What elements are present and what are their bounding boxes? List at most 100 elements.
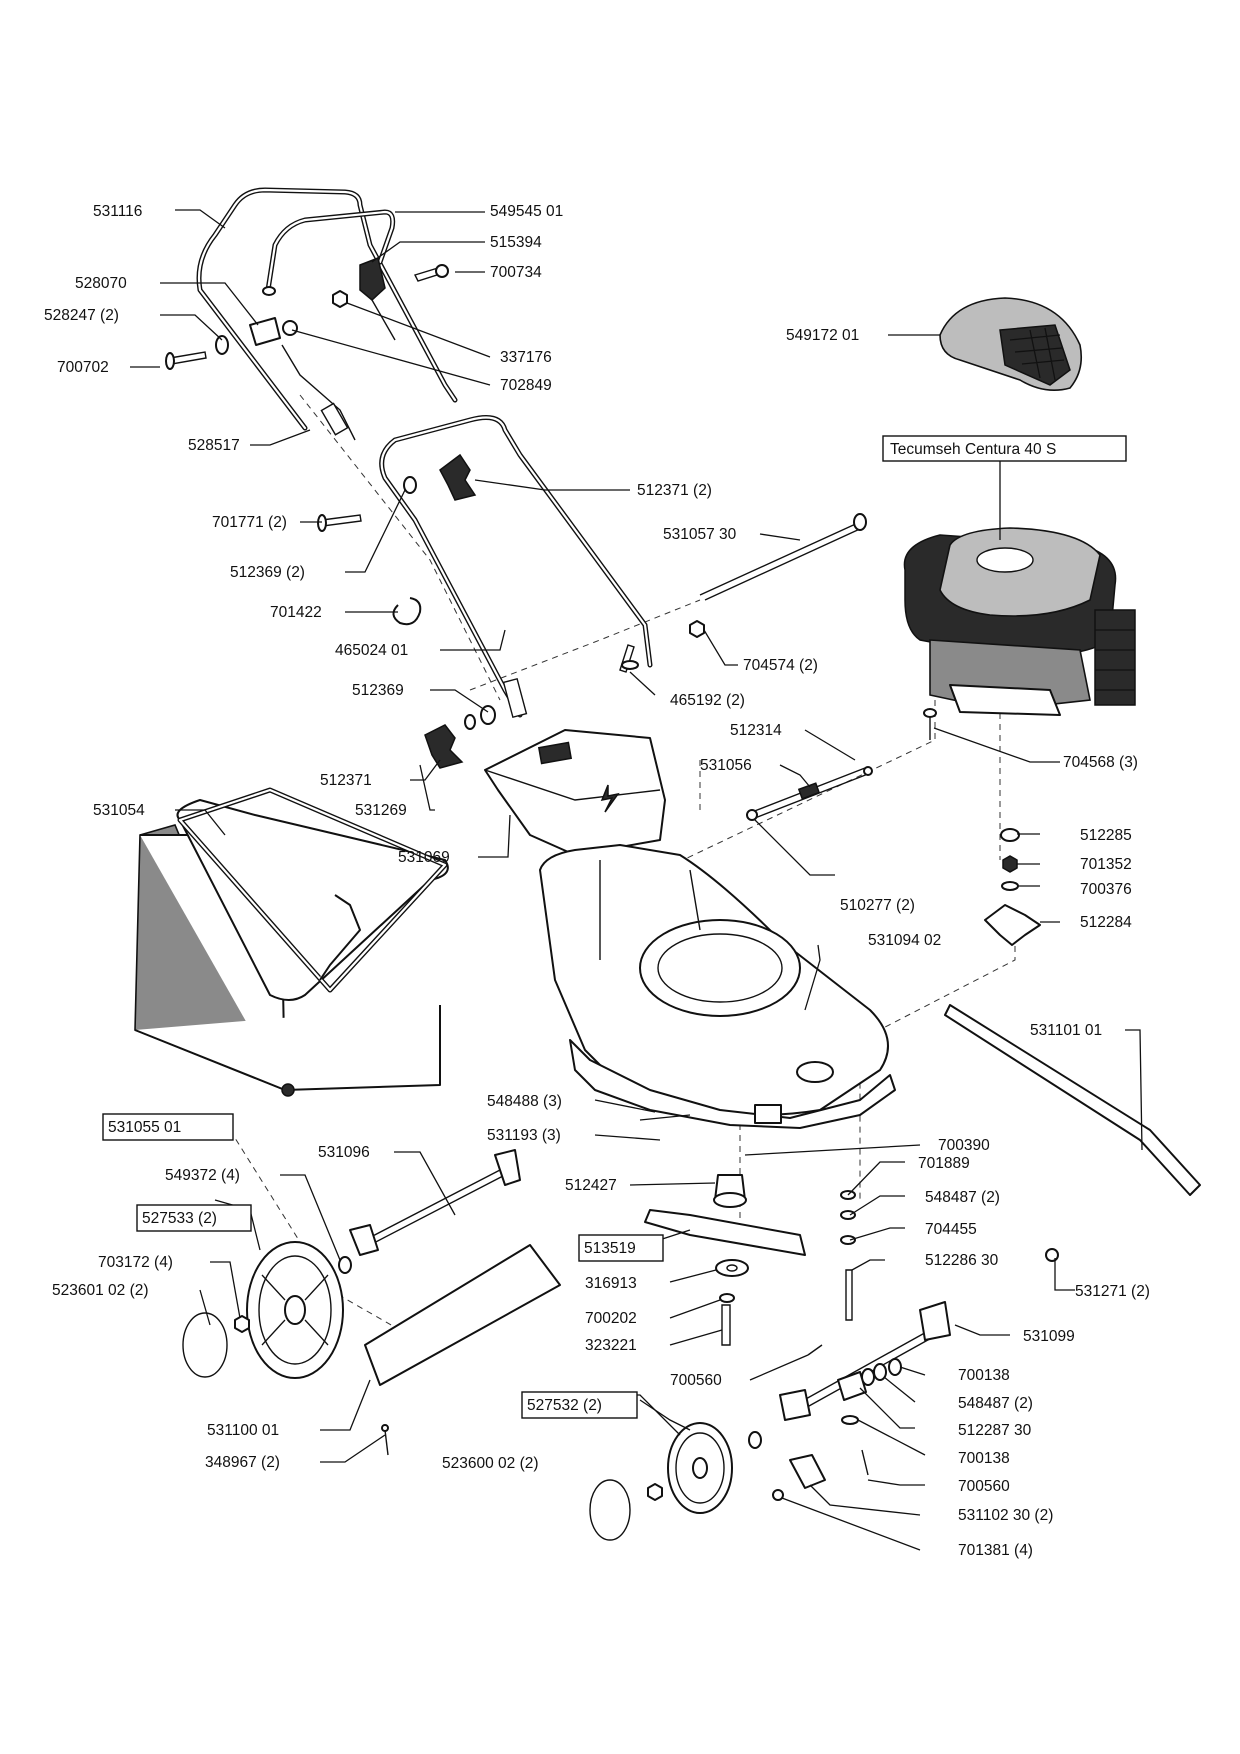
label-512369: 512369 [352, 682, 404, 699]
label-323221: 323221 [585, 1337, 637, 1354]
label-531094-02: 531094 02 [868, 932, 941, 949]
knob-512371-upper [439, 453, 477, 501]
rod-531057 [699, 513, 867, 601]
bolt-704568 [923, 708, 937, 740]
washer-700376 [1001, 881, 1019, 891]
rear-wheel [667, 1422, 733, 1514]
washers-700138-548487 [861, 1358, 902, 1386]
label-549372: 549372 (4) [165, 1167, 240, 1184]
bar-531101 [944, 1004, 1201, 1196]
nut-337176 [332, 290, 348, 308]
label-515394: 515394 [490, 234, 542, 251]
label-465192: 465192 (2) [670, 692, 745, 709]
label-531271: 531271 (2) [1075, 1283, 1150, 1300]
screw-700734 [414, 264, 449, 282]
screw-531271 [1045, 1248, 1059, 1262]
washer-316913 [715, 1259, 749, 1277]
label-512285: 512285 [1080, 827, 1132, 844]
engine-cover-549172 [939, 297, 1083, 391]
label-531056: 531056 [700, 757, 752, 774]
washer-700138-lower [841, 1415, 859, 1425]
nut-703172-front [234, 1315, 250, 1333]
label-549172-01: 549172 01 [786, 327, 859, 344]
label-316913: 316913 [585, 1275, 637, 1292]
knob-512284 [984, 904, 1041, 946]
label-548488: 548488 (3) [487, 1093, 562, 1110]
front-wheel [246, 1241, 344, 1379]
label-700138-upper: 700138 [958, 1367, 1010, 1384]
washer-512369-lower [464, 705, 496, 730]
label-531096: 531096 [318, 1144, 370, 1161]
label-700560-lower: 700560 [958, 1478, 1010, 1495]
bolt-700702 [165, 351, 207, 370]
label-704574: 704574 (2) [743, 657, 818, 674]
label-512284: 512284 [1080, 914, 1132, 931]
label-700560-upper: 700560 [670, 1372, 722, 1389]
boxed-labels: Tecumseh Centura 40 S 531055 01 527533 (… [102, 435, 1127, 1419]
label-549545-01: 549545 01 [490, 203, 563, 220]
label-701422: 701422 [270, 604, 322, 621]
cable-control-515394 [359, 256, 396, 341]
label-512427: 512427 [565, 1177, 617, 1194]
label-700390: 700390 [938, 1137, 990, 1154]
label-531069: 531069 [398, 849, 450, 866]
label-527533: 527533 (2) [142, 1210, 217, 1227]
bolt-323221 [721, 1304, 731, 1346]
label-531100-01: 531100 01 [207, 1422, 279, 1439]
label-531193: 531193 (3) [487, 1127, 561, 1144]
bolt-701771 [317, 514, 362, 532]
label-528247: 528247 (2) [44, 307, 119, 324]
label-531055-01: 531055 01 [108, 1119, 181, 1136]
bolt-465192 [619, 644, 639, 673]
label-701771: 701771 (2) [212, 514, 287, 531]
washer-548487-upper [840, 1210, 856, 1220]
nut-701352 [1002, 855, 1018, 873]
label-531269: 531269 [355, 802, 407, 819]
washer-rear-wheel [748, 1431, 762, 1449]
label-engine-model: Tecumseh Centura 40 S [890, 441, 1056, 458]
chute-531069 [484, 729, 666, 856]
label-700138-lower: 700138 [958, 1450, 1010, 1467]
label-702849: 702849 [500, 377, 552, 394]
label-510277: 510277 (2) [840, 897, 915, 914]
label-701381: 701381 (4) [958, 1542, 1033, 1559]
engine-tecumseh [903, 527, 1136, 716]
washer-549372 [338, 1256, 352, 1274]
label-512287-30: 512287 30 [958, 1422, 1032, 1439]
label-531102-30: 531102 30 (2) [958, 1507, 1053, 1524]
nut-703172-rear [647, 1483, 663, 1501]
knob-512371-lower [424, 724, 464, 769]
label-548487-2-upper: 548487 (2) [925, 1189, 1000, 1206]
label-512286-30: 512286 30 [925, 1252, 999, 1269]
cap-512285 [1000, 828, 1020, 842]
label-704455: 704455 [925, 1221, 977, 1238]
grass-catcher [134, 787, 449, 1097]
label-703172: 703172 (4) [98, 1254, 173, 1271]
label-700202: 700202 [585, 1310, 637, 1327]
washer-704455 [840, 1235, 856, 1245]
label-512314: 512314 [730, 722, 782, 739]
mower-deck [539, 844, 896, 1129]
flap-531100 [364, 1244, 561, 1386]
label-548487-2-lower: 548487 (2) [958, 1395, 1033, 1412]
washer-700202 [719, 1293, 735, 1303]
label-700702: 700702 [57, 359, 109, 376]
blade-513519 [644, 1209, 806, 1256]
rod-531056 [746, 766, 873, 821]
label-531099: 531099 [1023, 1328, 1075, 1345]
pin-700560-upper [807, 1344, 823, 1356]
label-523601-02: 523601 02 (2) [52, 1282, 149, 1299]
label-528070: 528070 [75, 275, 127, 292]
bushing-512287 [837, 1371, 867, 1401]
label-531101-01: 531101 01 [1030, 1022, 1102, 1039]
hubcap-523601 [182, 1312, 228, 1378]
part-labels: 531116 549545 01 515394 700734 528070 52… [44, 203, 1150, 1559]
nut-702849 [282, 320, 298, 336]
label-512371: 512371 [320, 772, 372, 789]
axle-531099 [779, 1301, 951, 1421]
label-701889: 701889 [918, 1155, 970, 1172]
washer-512369-upper [403, 476, 417, 494]
label-348967: 348967 (2) [205, 1454, 280, 1471]
label-337176: 337176 [500, 349, 552, 366]
